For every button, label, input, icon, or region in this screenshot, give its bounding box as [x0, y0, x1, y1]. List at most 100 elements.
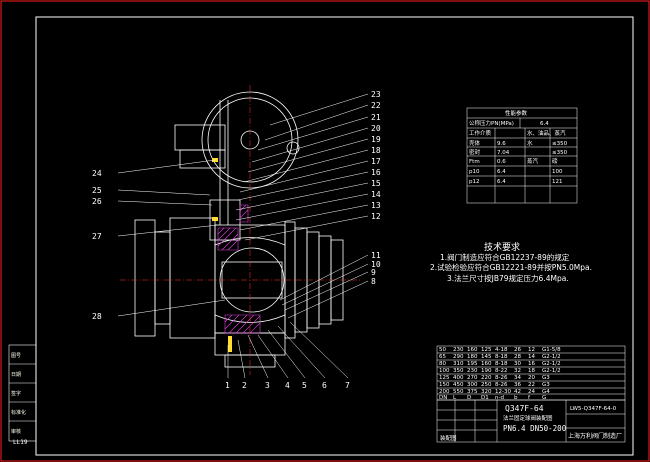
- sheet-label: 装配图: [440, 434, 457, 442]
- drawing-frame: [35, 16, 634, 456]
- dim-cell: 26: [514, 347, 521, 353]
- dim-cell: 150: [439, 382, 450, 388]
- leader-lines: [117, 93, 369, 379]
- dim-header-cell: b: [514, 395, 518, 401]
- part-label: 6: [322, 381, 327, 390]
- spec-cell: 6.4: [497, 179, 506, 185]
- dim-cell: 550: [453, 389, 464, 395]
- part-label: 7: [345, 381, 350, 390]
- dim-cell: 270: [467, 375, 478, 381]
- dim-cell: 8-18: [495, 361, 508, 367]
- part-label: 17: [371, 157, 381, 166]
- dim-cell: 32: [514, 368, 521, 374]
- spec-cell: 磅: [552, 157, 558, 165]
- dim-cell: 350: [453, 368, 464, 374]
- dim-cell: 250: [481, 382, 492, 388]
- dim-cell: 30: [514, 361, 521, 367]
- dim-cell: 300: [467, 382, 478, 388]
- spec-cell: 100: [552, 169, 563, 175]
- dim-cell: 8-18: [495, 354, 508, 360]
- part-label: 9: [371, 268, 376, 277]
- part-label: 24: [92, 169, 102, 178]
- stamp-line-1: 日期: [11, 372, 21, 378]
- spec-cell: p12: [469, 179, 480, 185]
- drawing-number: LW5-Q347F-64-0: [570, 406, 617, 412]
- dim-cell: 375: [467, 389, 478, 395]
- dim-header-cell: G: [542, 395, 546, 401]
- dim-cell: G1-5/8: [542, 347, 561, 353]
- dim-cell: 8-26: [495, 375, 508, 381]
- spec-row1-label: 公称压力PN(MPa): [469, 119, 514, 127]
- part-label: 3: [265, 381, 270, 390]
- dim-cell: 190: [481, 368, 492, 374]
- model-number: Q347F-64: [505, 404, 544, 413]
- part-label: 26: [92, 197, 102, 206]
- dim-cell: 100: [439, 368, 450, 374]
- dim-cell: 160: [481, 361, 492, 367]
- dim-cell: 14: [528, 354, 535, 360]
- dim-cell: 230: [467, 368, 478, 374]
- dim-header-cell: D1: [481, 395, 489, 401]
- spec-cell: 7.04: [497, 150, 510, 156]
- spec-cell: ≤350: [552, 150, 568, 156]
- centerlines: [120, 85, 360, 375]
- spec-cell: 蒸汽: [527, 157, 539, 165]
- dim-cell: G3: [542, 382, 550, 388]
- dim-cell: 180: [467, 354, 478, 360]
- stamp-line-3: 标准化: [11, 409, 26, 416]
- dim-cell: G3: [542, 375, 550, 381]
- dim-cell: G2-1/2: [542, 368, 561, 374]
- spec-cell: 9.6: [497, 141, 506, 147]
- spec-cell: 0.6: [497, 159, 506, 165]
- spec-medium-value: 水、油品、蒸汽: [527, 129, 566, 137]
- dim-cell: 145: [481, 354, 492, 360]
- spec-row1-value: 6.4: [540, 121, 549, 127]
- part-label: 10: [371, 260, 381, 269]
- part-label: 2: [242, 381, 247, 390]
- part-label: 15: [371, 179, 381, 188]
- spec-cell: 6.4: [497, 169, 506, 175]
- tech-req-line: 1.阀门制造应符合GB12237-89的规定: [440, 252, 570, 262]
- dim-cell: 42: [514, 389, 521, 395]
- dim-cell: 290: [453, 354, 464, 360]
- corner-code: LL19: [13, 439, 28, 446]
- dim-cell: 22: [528, 382, 535, 388]
- dim-cell: 50: [439, 347, 446, 353]
- dim-table-grid: [436, 345, 626, 401]
- dim-cell: 310: [453, 361, 464, 367]
- dim-cell: 12-30: [495, 389, 511, 395]
- dim-cell: 12: [528, 347, 535, 353]
- dim-cell: 65: [439, 354, 446, 360]
- dim-cell: 200: [439, 389, 450, 395]
- dim-cell: 28: [514, 354, 521, 360]
- tech-req-line: 2.试验检验应符合GB12221-89并按PN5.0Mpa.: [430, 262, 592, 272]
- part-label: 14: [371, 190, 381, 199]
- spec-title: 性能参数: [505, 109, 528, 117]
- dim-cell: 160: [467, 347, 478, 353]
- part-label: 27: [92, 232, 102, 241]
- stamp-line-4: 审核: [11, 428, 21, 435]
- dim-cell: 18: [528, 368, 535, 374]
- part-label: 20: [371, 124, 381, 133]
- part-label: 28: [92, 312, 102, 321]
- dim-cell: 220: [481, 375, 492, 381]
- spec-medium: 工作介质: [469, 129, 492, 137]
- dim-cell: 4-18: [495, 347, 508, 353]
- dim-header-cell: D: [467, 395, 471, 401]
- stamp-line-0: 图号: [11, 353, 21, 359]
- part-label: 22: [371, 101, 381, 110]
- part-label: 11: [371, 251, 381, 260]
- dim-cell: 125: [439, 375, 450, 381]
- part-label: 21: [371, 113, 381, 122]
- part-label: 13: [371, 201, 381, 210]
- dim-header-cell: n-d: [495, 395, 504, 401]
- part-label: 23: [371, 90, 381, 99]
- part-label: 8: [371, 277, 376, 286]
- section-hatch: [217, 204, 261, 334]
- title-block-text: Q347F-64 法兰固定球阀装配图 PN6.4 DN50-200 LW5-Q3…: [440, 404, 622, 442]
- spec-cell: 水: [527, 139, 533, 147]
